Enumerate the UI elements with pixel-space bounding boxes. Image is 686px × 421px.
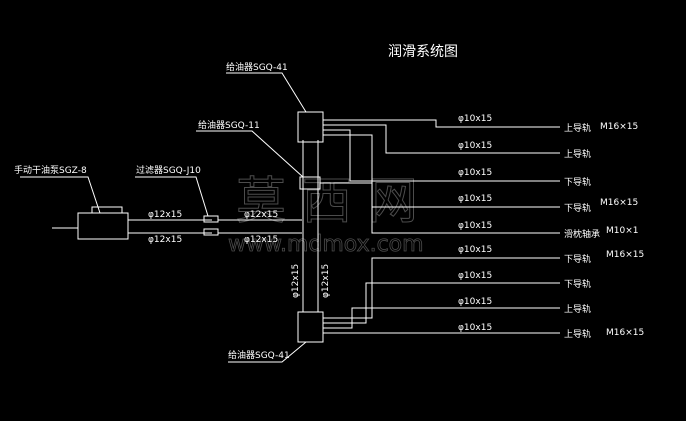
outlet-3-name: 下导轨 <box>564 176 591 188</box>
pipe-branch-5: φ10x15 <box>458 221 492 231</box>
outlet-1-spec: M16×15 <box>600 122 638 132</box>
outlet-4-name: 下导轨 <box>564 202 591 214</box>
outlet-7-name: 下导轨 <box>564 278 591 290</box>
outlet-8-name: 上导轨 <box>564 303 591 315</box>
watermark-url: www.mdmox.com <box>228 232 424 257</box>
distributor-top-label: 给油器SGQ-41 <box>226 61 288 73</box>
pipe-branch-1: φ10x15 <box>458 114 492 124</box>
manual-pump-top <box>91 206 123 214</box>
distributor-mid-label: 给油器SGQ-11 <box>198 119 260 131</box>
pipe-main-upper: φ12x15 <box>148 210 182 220</box>
pipe-branch-3: φ10x15 <box>458 168 492 178</box>
outlet-1-name: 上导轨 <box>564 122 591 134</box>
outlet-9-name: 上导轨 <box>564 328 591 340</box>
pipe-vertical-right: φ12x15 <box>321 264 331 298</box>
diagram-title: 润滑系统图 <box>388 43 458 60</box>
outlet-5-name: 滑枕轴承 <box>564 228 600 240</box>
pipe-vertical-left: φ12x15 <box>291 264 301 298</box>
pipe-main-lower: φ12x15 <box>148 235 182 245</box>
outlet-4-spec: M16×15 <box>600 198 638 208</box>
outlet-5-spec: M10×1 <box>606 226 638 236</box>
outlet-2-name: 上导轨 <box>564 148 591 160</box>
pipe-branch-7: φ10x15 <box>458 271 492 281</box>
manual-pump-label: 手动干油泵SGZ-8 <box>14 164 87 176</box>
pipe-branch-8: φ10x15 <box>458 297 492 307</box>
pipe-after-filter-lower: φ12x15 <box>244 235 278 245</box>
outlet-9-spec: M16×15 <box>606 328 644 338</box>
manual-pump-body <box>77 212 129 240</box>
distributor-bottom-label: 给油器SGQ-41 <box>228 349 290 361</box>
pipe-branch-6: φ10x15 <box>458 245 492 255</box>
outlet-6-name: 下导轨 <box>564 253 591 265</box>
filter-label: 过滤器SGQ-J10 <box>136 164 201 176</box>
pipe-after-filter-upper: φ12x15 <box>244 210 278 220</box>
pipe-branch-9: φ10x15 <box>458 323 492 333</box>
diagram-lines <box>20 72 560 363</box>
pipe-branch-4: φ10x15 <box>458 194 492 204</box>
outlet-6-spec: M16×15 <box>606 250 644 260</box>
pipe-branch-2: φ10x15 <box>458 141 492 151</box>
